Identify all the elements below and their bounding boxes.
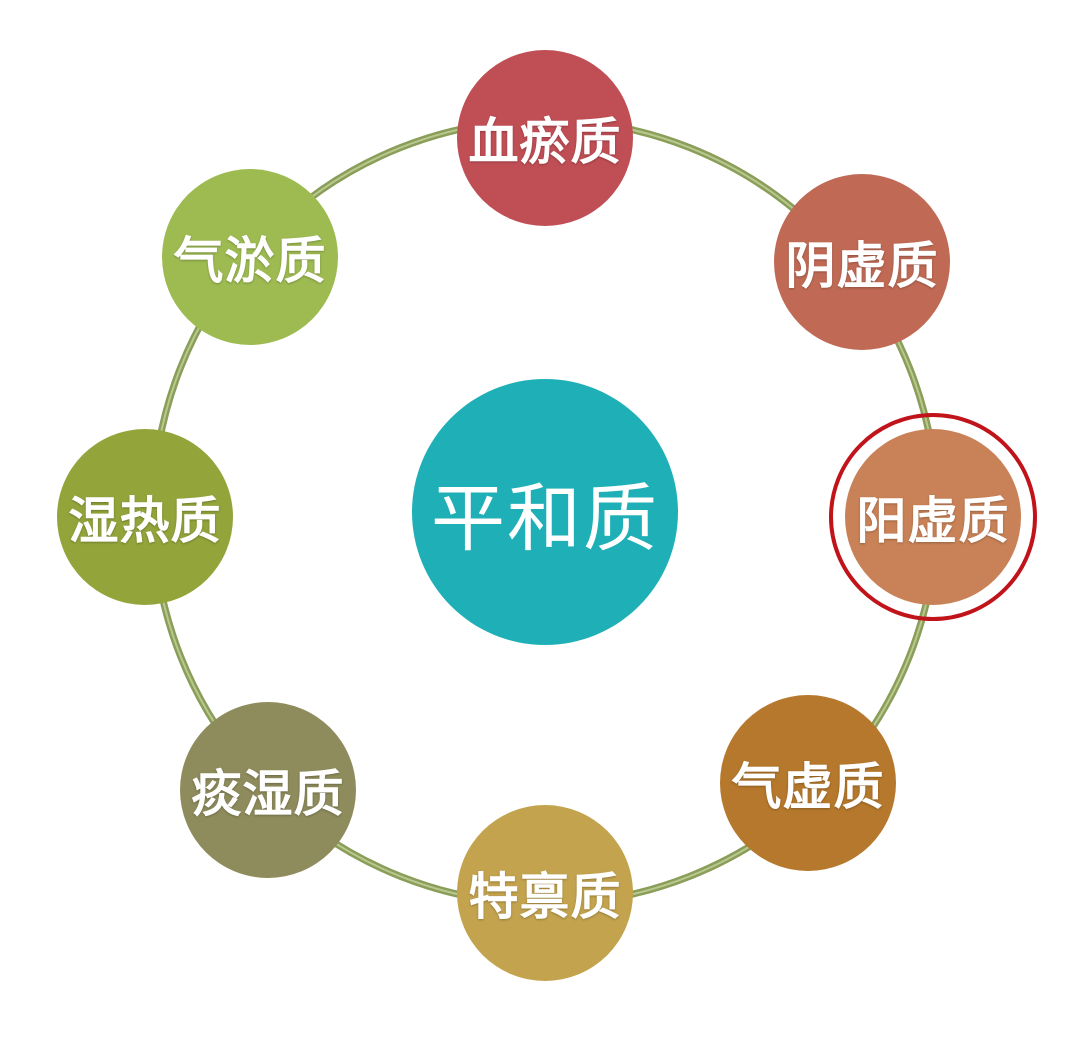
node-tanshi: 痰湿质 — [180, 702, 356, 878]
node-yangxu: 阳虚质 — [845, 429, 1021, 605]
node-tebing: 特禀质 — [457, 805, 633, 981]
center-node-pinghe: 平和质 — [412, 379, 678, 645]
node-xueyu: 血瘀质 — [457, 50, 633, 226]
node-qiyu: 气淤质 — [162, 169, 338, 345]
node-yinxu: 阴虚质 — [774, 174, 950, 350]
node-shire: 湿热质 — [57, 429, 233, 605]
node-qixu: 气虚质 — [720, 695, 896, 871]
